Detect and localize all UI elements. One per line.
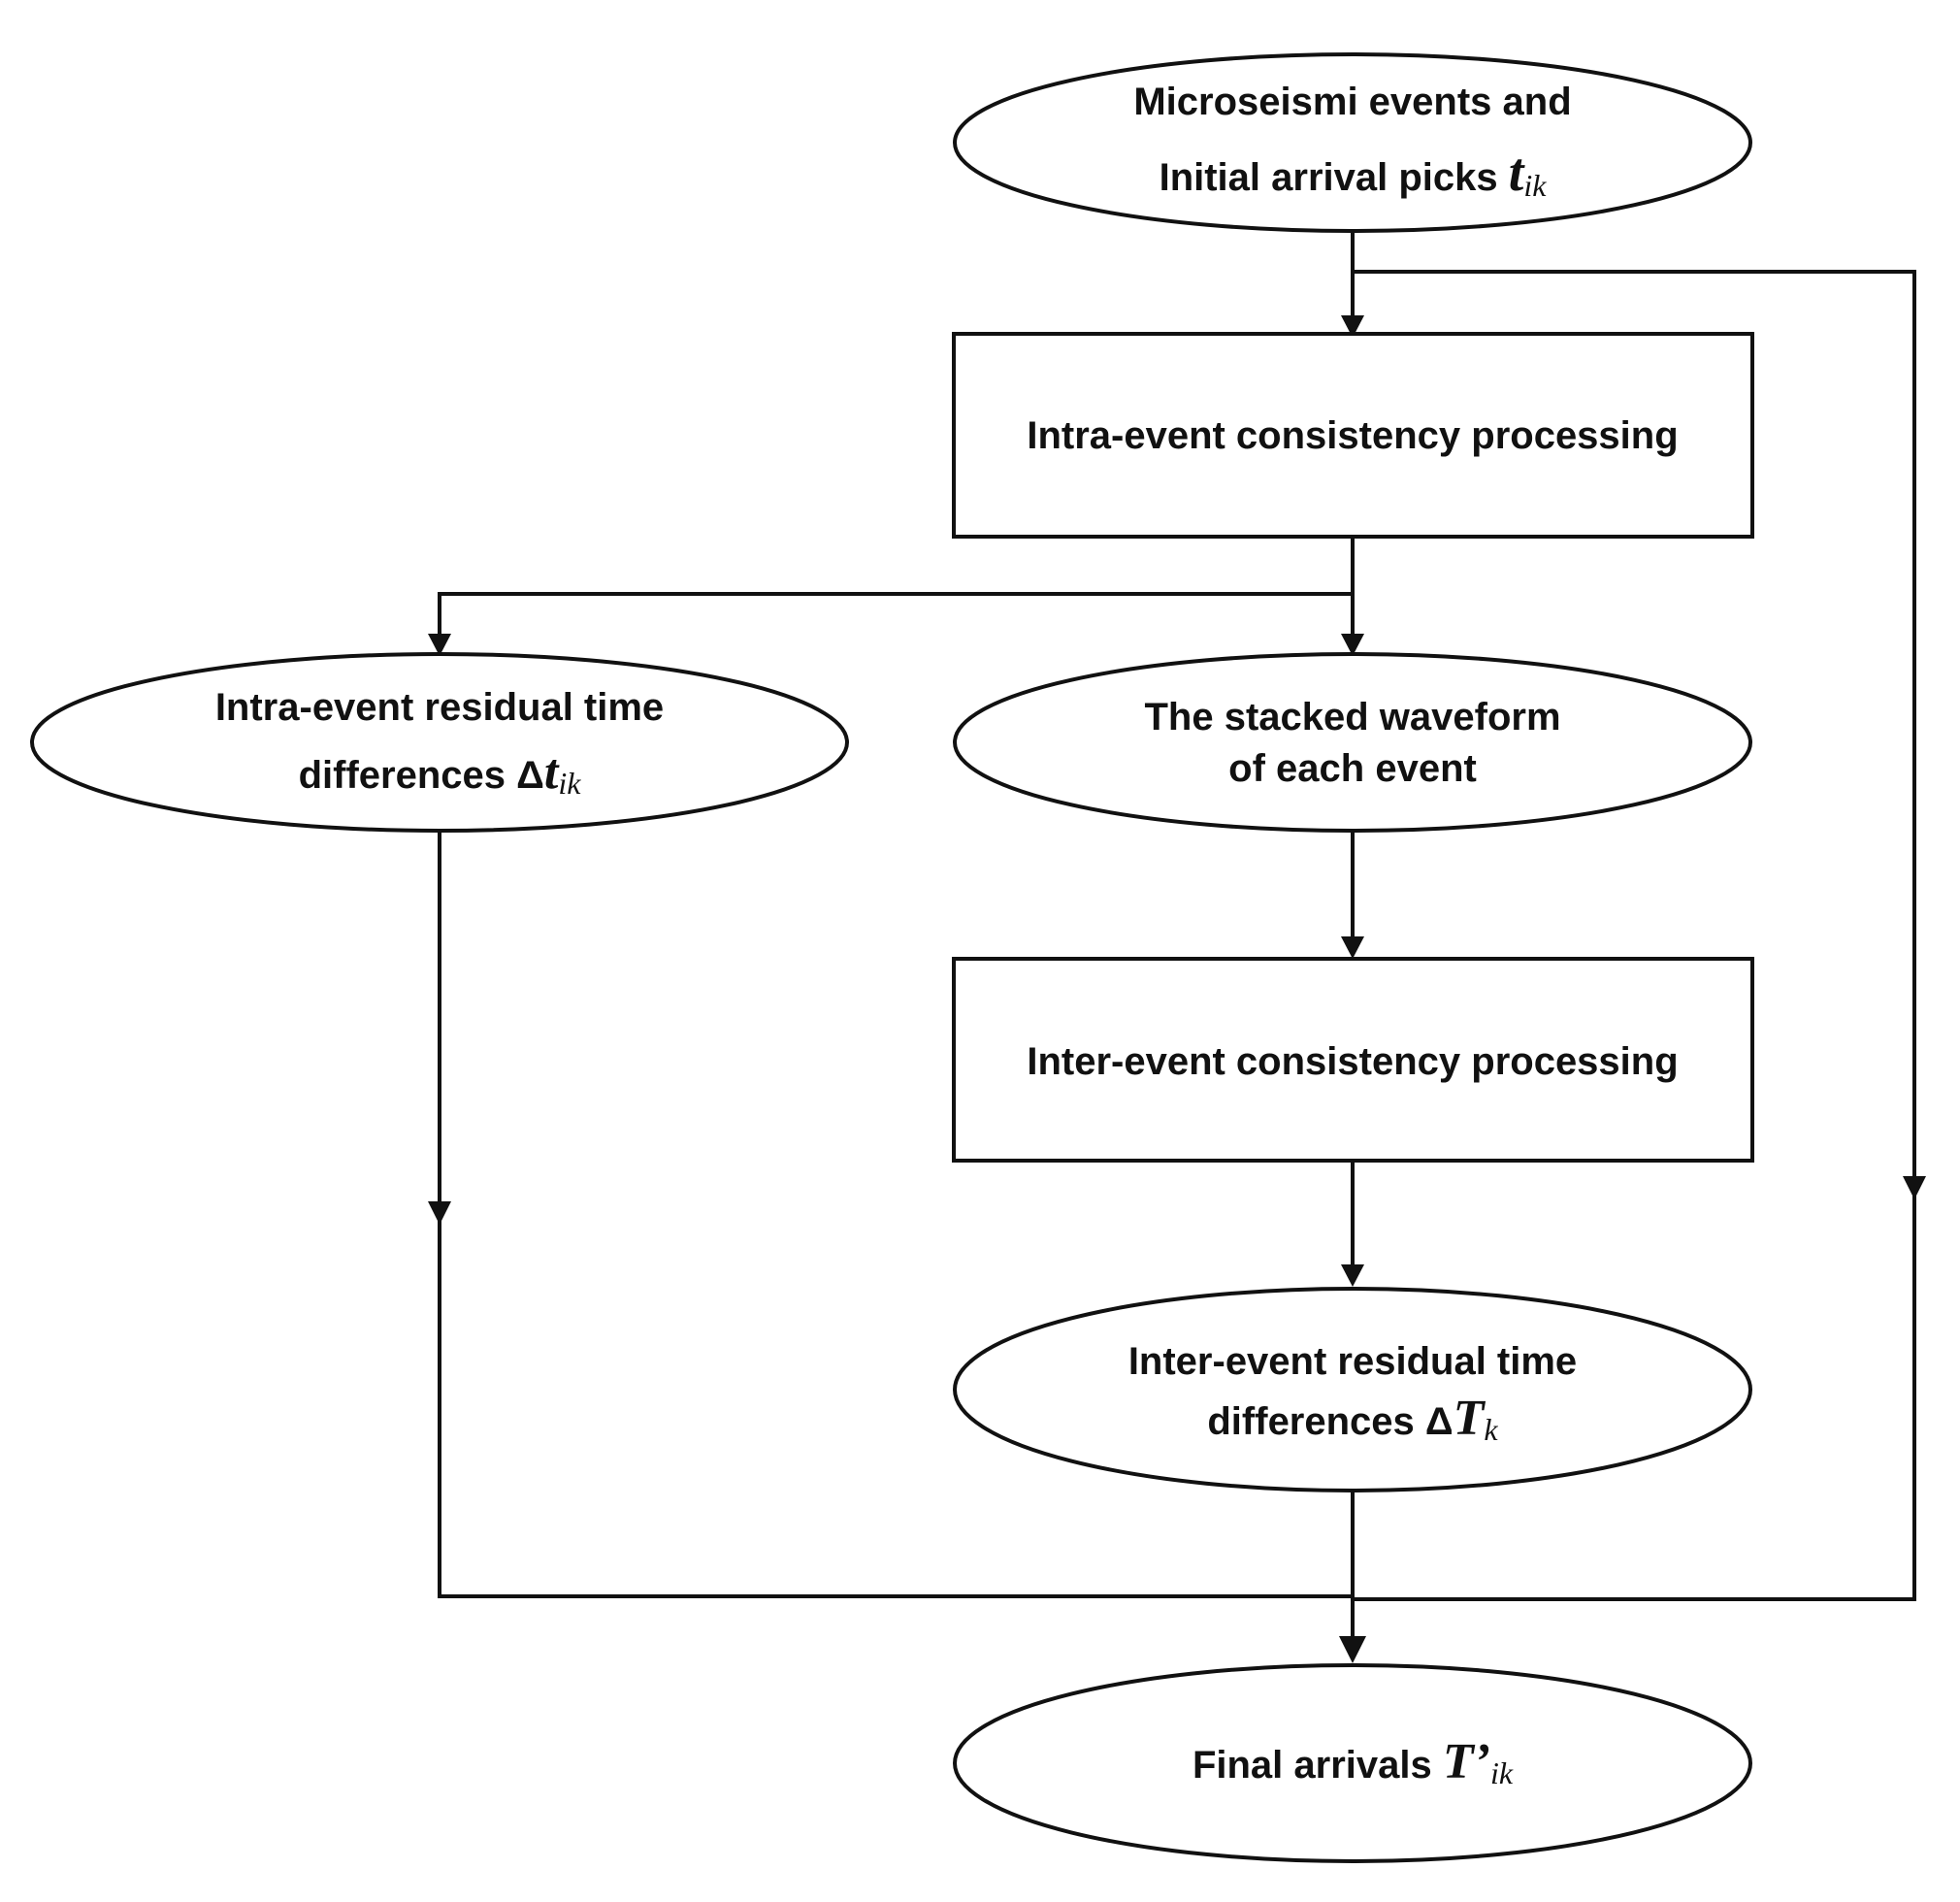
arrowhead-stacked [1341, 634, 1364, 656]
arrowhead-final [1339, 1636, 1366, 1663]
connector-start-bypass-right [1353, 270, 1916, 1601]
node-stacked: The stacked waveform of each event [953, 652, 1752, 833]
intra-processing-box [952, 332, 1754, 539]
inter-residual-line2: differences ΔTk [1207, 1391, 1498, 1447]
final-subscript: ik [1490, 1755, 1514, 1790]
intra-residual-ellipse [30, 652, 849, 833]
arrowhead-bypass-right [1903, 1176, 1926, 1199]
intra-residual-symbol: t [544, 744, 560, 800]
intra-processing-label: Intra-event consistency processing [1027, 414, 1678, 457]
node-final: Final arrivals T’ik [953, 1663, 1752, 1863]
inter-processing-label: Inter-event consistency processing [1027, 1040, 1678, 1083]
stacked-ellipse [953, 652, 1752, 833]
inter-residual-delta: Δ [1425, 1400, 1454, 1443]
intra-residual-subscript: ik [558, 766, 581, 801]
inter-residual-line2-text: differences [1207, 1400, 1425, 1443]
intra-residual-line1: Intra-event residual time [215, 686, 664, 729]
final-symbol: T’ [1443, 1734, 1490, 1789]
node-intra-residual: Intra-event residual time differences Δt… [30, 652, 849, 833]
inter-residual-symbol: T [1454, 1391, 1486, 1446]
start-line2: Initial arrival picks tik [1160, 143, 1548, 203]
arrowhead-intra-processing [1341, 315, 1364, 338]
inter-residual-line1: Inter-event residual time [1128, 1340, 1577, 1383]
connector-intra-residual-to-merge [438, 833, 1353, 1598]
final-label: Final arrivals T’ik [1192, 1734, 1514, 1790]
start-subscript: ik [1523, 168, 1547, 203]
connectors [428, 232, 1926, 1663]
arrowhead-intra-residual [428, 634, 451, 656]
start-symbol: t [1509, 143, 1525, 203]
intra-residual-line2-text: differences [299, 754, 517, 797]
inter-processing-box [952, 957, 1754, 1163]
node-inter-residual: Inter-event residual time differences ΔT… [953, 1287, 1752, 1492]
start-line2-text: Initial arrival picks [1160, 156, 1509, 199]
connector-split-left [438, 592, 1353, 640]
inter-residual-ellipse [953, 1287, 1752, 1492]
final-label-text: Final arrivals [1192, 1744, 1443, 1787]
node-inter-processing: Inter-event consistency processing [952, 957, 1754, 1163]
arrowhead-inter-processing [1341, 936, 1364, 959]
inter-residual-subscript: k [1484, 1412, 1498, 1447]
stacked-line2: of each event [1228, 747, 1477, 790]
arrowhead-intra-residual-down [428, 1201, 451, 1225]
node-intra-processing: Intra-event consistency processing [952, 332, 1754, 539]
node-start: Microseismi events and Initial arrival p… [953, 52, 1752, 233]
intra-residual-delta: Δ [516, 754, 544, 797]
start-ellipse [953, 52, 1752, 233]
intra-residual-line2: differences Δtik [299, 744, 582, 801]
stacked-line1: The stacked waveform [1144, 696, 1560, 738]
start-line1: Microseismi events and [1133, 81, 1571, 123]
final-ellipse [953, 1663, 1752, 1863]
arrowhead-inter-residual [1341, 1264, 1364, 1287]
